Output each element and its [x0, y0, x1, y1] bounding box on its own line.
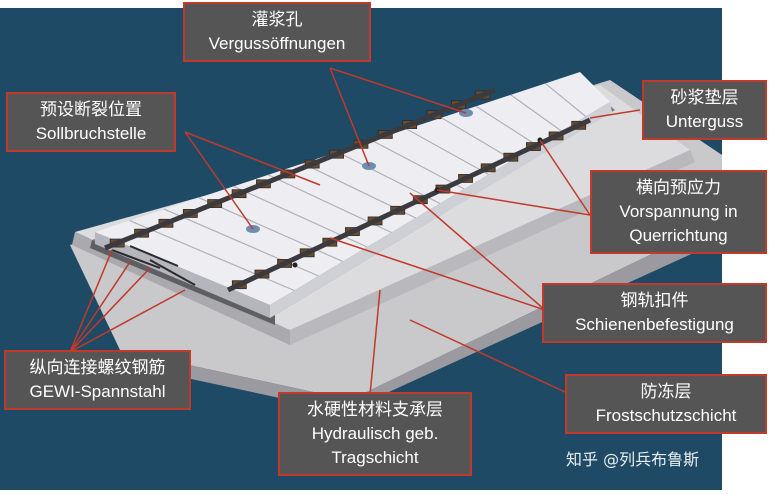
slab-joint: [544, 82, 587, 117]
slab-joint: [371, 140, 465, 190]
rail-left: [104, 87, 496, 251]
label-prestress: 横向预应力 Vorspannung in Querrichtung: [590, 170, 767, 254]
slab-joint: [406, 128, 489, 176]
label-frost: 防冻层 Frostschutzschicht: [565, 374, 767, 434]
slab-joint: [198, 197, 344, 263]
label-gewi: 纵向连接螺纹钢筋 GEWI-Spannstahl: [4, 350, 191, 410]
slab-joint: [475, 105, 538, 147]
label-mortar-layer: 砂浆垫层 Unterguss: [642, 80, 767, 140]
watermark: 知乎 @列兵布鲁斯: [566, 450, 700, 469]
slab-joint: [441, 117, 514, 161]
rail-right: [226, 117, 592, 293]
label-grout-holes: 灌浆孔 Vergussöffnungen: [183, 2, 371, 62]
slab-joint: [510, 94, 562, 132]
label-fastening: 钢轨扣件 Schienenbefestigung: [542, 283, 767, 343]
slab-joint: [337, 151, 441, 205]
track-slab: [95, 72, 610, 305]
slab-joint: [129, 220, 295, 292]
label-hydraulic: 水硬性材料支承层 Hydraulisch geb. Tragschicht: [278, 392, 472, 476]
label-break-point: 预设断裂位置 Sollbruchstelle: [6, 92, 176, 152]
